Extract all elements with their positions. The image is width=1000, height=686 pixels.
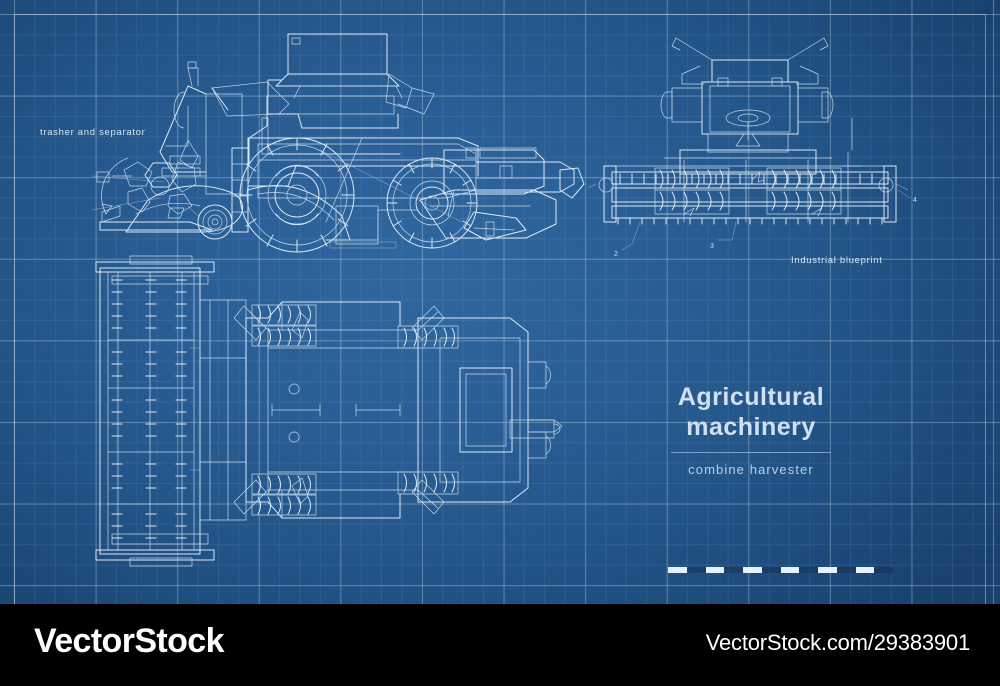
title-line-1: Agricultural	[677, 383, 825, 411]
vectorstock-url: VectorStock.com/29383901	[705, 630, 970, 655]
annotation-trasher-and-separator: trasher and separator	[40, 127, 146, 138]
side-view-group	[92, 34, 584, 252]
title-subtitle: combine harvester	[688, 462, 814, 477]
svg-text:2: 2	[614, 251, 618, 258]
front-view-drawing: 2 3 4	[0, 0, 917, 258]
annotation-industrial-blueprint: Industrial blueprint	[791, 255, 883, 266]
scale-bar-segment	[799, 567, 818, 573]
scale-bar-segment	[855, 567, 875, 573]
front-view-reel-tines	[620, 174, 872, 184]
title-divider	[671, 452, 831, 453]
vectorstock-logo: VectorStock	[34, 622, 225, 660]
grid-minor	[0, 0, 1000, 604]
scale-bar-segment	[780, 567, 800, 573]
reel-gauge-wheel	[198, 205, 232, 239]
blueprint-canvas: 2 3 4	[0, 0, 1000, 604]
title-block: Agricultural machinery combine harvester	[606, 382, 896, 477]
reel-star	[97, 162, 206, 214]
watermark-footer: VectorStock VectorStock.com/29383901	[0, 604, 1000, 686]
scale-bar-segment	[724, 567, 743, 573]
title-line-2: machinery	[686, 413, 816, 441]
svg-text:3: 3	[710, 243, 714, 250]
scale-bar-segment	[686, 567, 706, 573]
top-view-tires	[252, 305, 458, 515]
reel-separator-detail	[0, 0, 1000, 604]
front-view-cutterbar-teeth	[618, 218, 882, 224]
scale-bar-segment	[743, 567, 762, 573]
scale-bar-segment	[668, 567, 687, 573]
side-front-wheel	[240, 138, 354, 252]
side-rear-wheel	[387, 158, 477, 248]
scale-bar-segment	[761, 567, 781, 573]
grid-major	[0, 0, 1000, 604]
scale-bar-segment	[836, 567, 856, 573]
side-view-drawing	[0, 0, 1000, 604]
scale-bar	[668, 567, 893, 573]
scale-bar-segment	[818, 567, 837, 573]
svg-text:4: 4	[913, 197, 917, 204]
scale-bar-segment	[705, 567, 725, 573]
top-view-drawing	[0, 0, 1000, 604]
top-view-reel-tines	[112, 280, 186, 538]
scale-bar-segment	[874, 567, 893, 573]
